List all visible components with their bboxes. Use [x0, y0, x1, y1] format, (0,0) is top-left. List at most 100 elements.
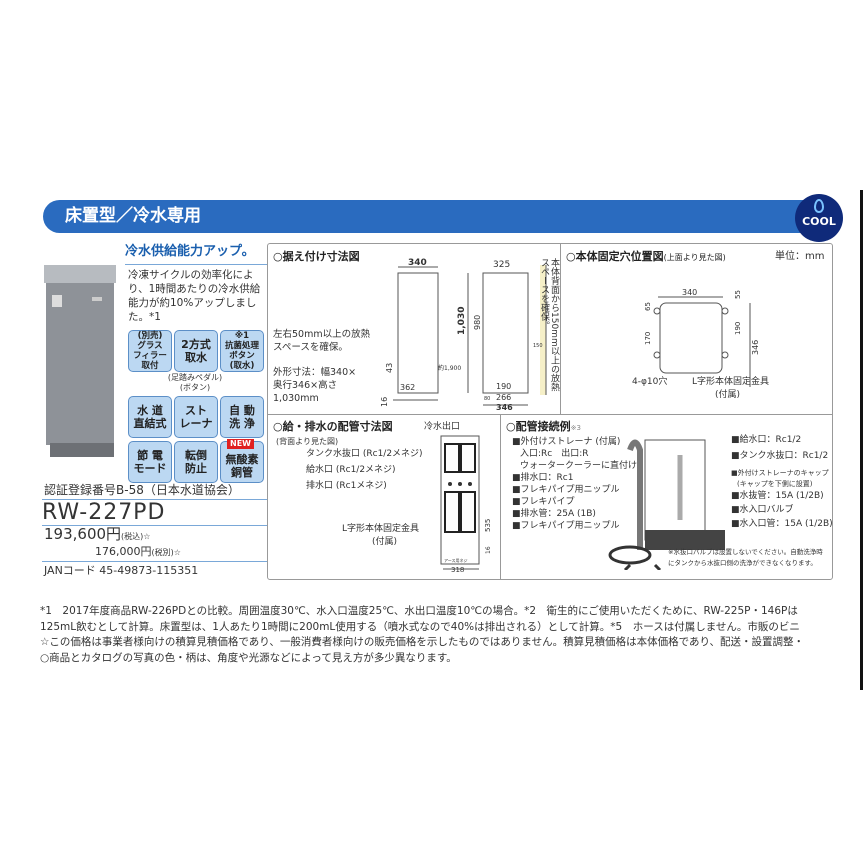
divider [125, 264, 268, 265]
dim-190: 190 [734, 322, 742, 335]
price-value: 193,600円 [44, 525, 122, 543]
dim-318: 318 [451, 566, 464, 572]
outlet-label: 冷水出口 [424, 422, 461, 432]
divider [42, 561, 267, 562]
dim-190: 190 [496, 382, 511, 391]
dim-266: 266 [496, 393, 511, 402]
model-number: RW-227PD [42, 500, 166, 525]
label-cap-note: (キャップを下側に設置) [737, 480, 813, 488]
piping-subtitle: (背面より見た図) [276, 437, 339, 446]
footnote: *1 2017年度商品RW-226PDとの比較。周囲温度30℃、水入口温度25℃… [40, 605, 798, 617]
supply-label: 給水口 (Rc1/2メネジ) [306, 465, 396, 475]
dim-cord: 約1,900 [438, 364, 461, 372]
drain-label: 排水口 (Rc1メネジ) [306, 481, 387, 491]
bracket-note: (付属) [715, 390, 741, 400]
hole-label: 4-φ10穴 [632, 377, 668, 387]
product-image [44, 265, 116, 457]
price-note: (税込)☆ [121, 532, 151, 541]
footnote: ☆この価格は事業者様向けの積算見積価格であり、一般消費者様向けの販売価格を示した… [40, 636, 805, 648]
label-inlet-pipe: ■水入口管：15A (1/2B) [731, 519, 833, 529]
label-strainer-direct: ウォータークーラーに直付け [520, 461, 638, 471]
divider [267, 414, 833, 415]
new-badge: NEW [227, 439, 254, 449]
label-tank-drain: ■タンク水抜口：Rc1/2 [731, 451, 829, 461]
tank-drain-label: タンク水抜口 (Rc1/2メネジ) [306, 449, 423, 459]
feature-antibacterial: ※1 抗菌処理 ボタン (取水) [220, 330, 264, 372]
page-edge-line [860, 190, 863, 690]
install-note-space: 左右50mm以上の放熱スペースを確保。 [273, 329, 371, 353]
side-note: 本体背面から150mm以上の放熱スペースを確保。 [539, 258, 559, 392]
description: 冷凍サイクルの効率化により、1時間あたりの冷水供給能力が約10%アップしました。… [128, 269, 261, 323]
dim-362: 362 [400, 383, 415, 392]
feature-auto-wash: 自 動 洗 浄 [220, 396, 264, 438]
connection-diagram [608, 439, 725, 570]
label-drain-pipe: ■排水管：25A (1B) [512, 509, 596, 519]
dim-16: 16 [485, 546, 492, 554]
label-strainer-io: 入口:Rc 出口:R [520, 449, 589, 459]
connection-warning: ※水抜口バルブは設置しないでください。自動洗浄時にタンクから水抜口側の洗浄ができ… [668, 548, 823, 567]
dim-width: 340 [408, 258, 427, 268]
install-title: ○据え付け寸法図 [273, 250, 360, 263]
connection-left-labels: ■外付けストレーナ (付属) 入口:Rc 出口:R ウォータークーラーに直付け … [512, 436, 637, 532]
label-drain: ■排水口：Rc1 [512, 473, 574, 483]
footnote: 125mL飲むとして計算。床置型は、1人あたり1時間に200mL使用する（噴水式… [40, 620, 800, 633]
certification: 認証登録番号B-58（日本水道協会） [44, 483, 240, 497]
fix-title-text: ○本体固定穴位置図 [566, 250, 664, 263]
install-note-size: 外形寸法：幅340×奥行346×高さ1,030mm [273, 367, 357, 404]
fix-subtitle: (上面より見た図) [663, 253, 726, 262]
install-diagram: 340 325 1,030 980 43 16 362 約1,900 190 2… [380, 258, 547, 412]
feature-label: 無酸素 銅管 [225, 453, 259, 479]
feature-strainer: スト レーナ [174, 396, 218, 438]
fix-diagram: 340 65 170 55 190 346 [644, 288, 760, 387]
dim-65: 65 [644, 302, 652, 311]
footnote: ○商品とカタログの写真の色・柄は、角度や光源などによって見え方が多少異なります。 [40, 651, 457, 664]
dim-height: 1,030 [457, 307, 467, 335]
dim-16: 16 [380, 397, 389, 407]
earth-screw-label: アース用ネジ [444, 557, 468, 563]
price-note: (税別)☆ [151, 548, 181, 557]
badge-label: COOL [802, 215, 836, 228]
dim-325: 325 [493, 260, 510, 270]
feature-copper: NEW 無酸素 銅管 [220, 439, 264, 483]
price-value: 176,000円 [95, 545, 152, 558]
dim-170: 170 [644, 332, 652, 345]
dim-346: 346 [751, 340, 760, 355]
dim-depth: 346 [496, 403, 513, 412]
connection-title: ○配管接続例※3 [506, 420, 581, 435]
dim-43: 43 [385, 363, 394, 373]
fix-title: ○本体固定穴位置図(上面より見た図) [566, 250, 726, 265]
bracket-label: L字形本体固定金具 [342, 524, 420, 534]
jan-code: JANコード 45-49873-115351 [44, 564, 199, 577]
feature-anti-tip: 転倒 防止 [174, 441, 218, 483]
feature-two-way: 2方式 取水 [174, 330, 218, 372]
divider [42, 525, 267, 526]
divider [500, 414, 501, 580]
feature-glass-filler: (別売) グラス フィラー 取付 [128, 330, 172, 372]
dim-535: 535 [484, 519, 492, 532]
footnotes: *1 2017年度商品RW-226PDとの比較。周囲温度30℃、水入口温度25℃… [40, 604, 860, 666]
piping-diagram: 535 16 アース用ネジ 318 [440, 435, 492, 572]
price-incl-tax: 193,600円(税込)☆ [44, 526, 150, 545]
label-supply: ■給水口：Rc1/2 [731, 435, 802, 445]
label-nipple-2: ■フレキパイプ用ニップル [512, 521, 620, 531]
diagram-panel [267, 243, 833, 580]
lead-headline: 冷水供給能力アップ。 [125, 244, 255, 259]
bracket-label: L字形本体固定金具 [692, 377, 770, 387]
dim-340: 340 [682, 288, 697, 297]
feature-power-save: 節 電 モード [128, 441, 172, 483]
bracket-note: (付属) [372, 537, 398, 547]
unit-label: 単位：mm [775, 251, 825, 262]
label-cap: ■外付けストレーナのキャップ [731, 469, 829, 477]
label-inlet-valve: ■水入口バルブ [731, 505, 794, 515]
dim-80: 80 [484, 396, 490, 402]
feature-direct: 水 道 直結式 [128, 396, 172, 438]
label-drain-tube: ■水抜管：15A (1/2B) [731, 491, 824, 501]
connection-title-text: ○配管接続例 [506, 420, 571, 433]
connection-right-labels: ■給水口：Rc1/2 ■タンク水抜口：Rc1/2 ■外付けストレーナのキャップ … [731, 432, 833, 530]
divider [560, 243, 561, 414]
dim-150: 150 [533, 343, 543, 349]
section-header: 床置型／冷水専用 [43, 200, 823, 233]
title-note: ※3 [570, 424, 581, 432]
feature-note: (足踏みペダル) (ボタン) [167, 373, 223, 392]
dim-55: 55 [734, 290, 742, 299]
